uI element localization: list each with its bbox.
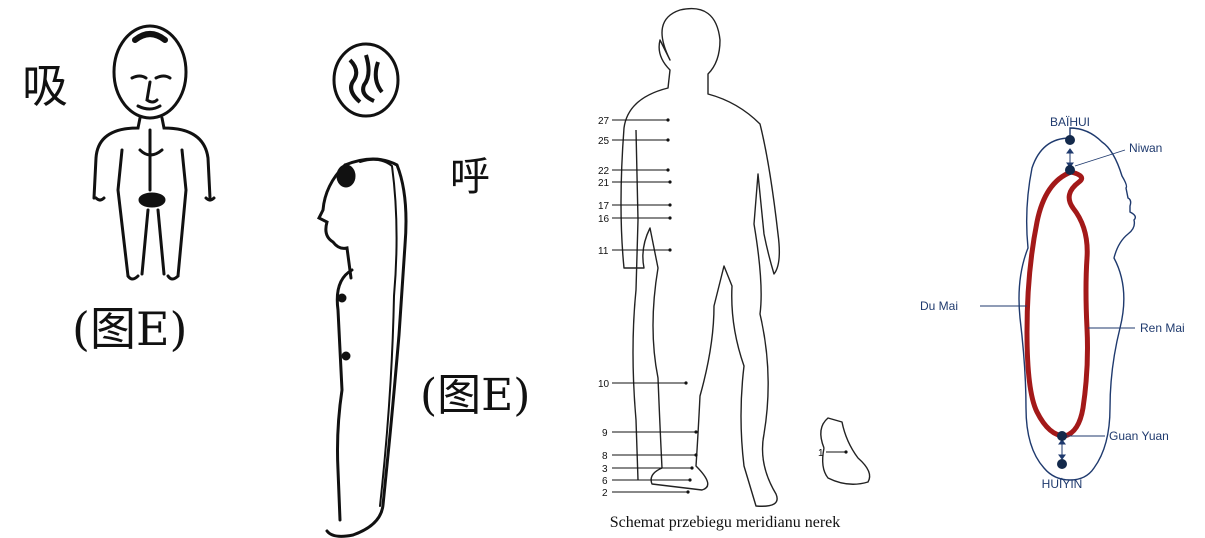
niwan-point	[1065, 165, 1075, 175]
breathing-sketch: 吸 (图E) 呼	[0, 0, 545, 538]
label-leaders	[980, 150, 1135, 436]
orbit-diagram-panel: BAÏHUI Niwan Du Mai Ren Mai Guan Yuan HU…	[895, 0, 1205, 538]
point-label: 11	[598, 246, 609, 257]
point-label: 9	[602, 428, 608, 439]
top-circle	[334, 44, 398, 116]
huiyin-point	[1057, 459, 1067, 469]
point-labels: 27 25 22 21 17 16 11 10 9 8 3 6 2 1	[598, 116, 824, 499]
niwan-label: Niwan	[1129, 141, 1162, 155]
point-label: 22	[598, 166, 610, 177]
point-label: 2	[602, 488, 608, 499]
guan-yuan-label: Guan Yuan	[1109, 429, 1169, 443]
guan-yuan-point	[1057, 431, 1067, 441]
baihui-point	[1065, 135, 1075, 145]
ren-mai-label: Ren Mai	[1140, 321, 1185, 335]
point-label: 25	[598, 136, 610, 147]
point-label: 6	[602, 476, 608, 487]
front-figure	[94, 26, 214, 279]
side-figure-label: (图E)	[420, 370, 530, 421]
huiyin-label: HUÏYIN	[1042, 477, 1083, 491]
point-label: 8	[602, 451, 608, 462]
point-label: 21	[598, 178, 610, 189]
orbit-diagram: BAÏHUI Niwan Du Mai Ren Mai Guan Yuan HU…	[895, 0, 1205, 538]
sketch-panel: 吸 (图E) 呼	[0, 0, 545, 538]
point-label: 16	[598, 214, 610, 225]
side-figure	[319, 159, 406, 536]
point-label: 3	[602, 464, 608, 475]
chart-caption: Schemat przebiegu meridianu nerek	[560, 514, 890, 532]
kidney-meridian-figure: 27 25 22 21 17 16 11 10 9 8 3 6 2 1	[560, 0, 890, 510]
leader-lines	[612, 120, 846, 492]
front-figure-label: (图E)	[72, 302, 187, 356]
microcosmic-orbit	[1027, 172, 1088, 436]
point-label: 1	[818, 448, 824, 459]
inhale-char: 吸	[22, 59, 68, 113]
meridian-chart-panel: 27 25 22 21 17 16 11 10 9 8 3 6 2 1 Sche…	[560, 0, 890, 538]
point-label: 27	[598, 116, 610, 127]
point-label: 10	[598, 379, 610, 390]
point-label: 17	[598, 201, 610, 212]
baihui-label: BAÏHUI	[1050, 115, 1090, 129]
exhale-char: 呼	[450, 154, 490, 200]
du-mai-label: Du Mai	[920, 299, 958, 313]
